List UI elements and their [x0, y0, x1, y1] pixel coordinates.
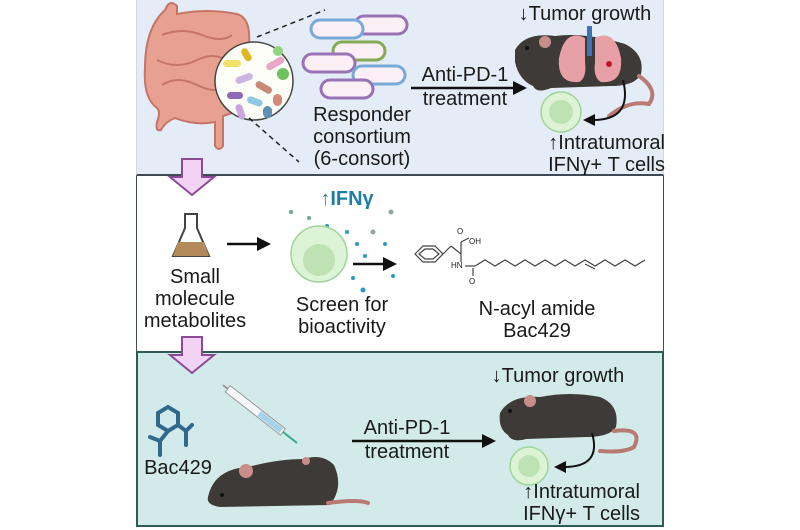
down-flow-arrow-icon [167, 158, 217, 197]
t-cell-icon [509, 446, 549, 486]
tumor-growth-label: ↓Tumor growth [518, 3, 652, 25]
feedback-arrow [554, 432, 595, 473]
tumor-growth-label: ↓Tumor growth [491, 365, 625, 387]
panel-metabolite-screen: Small molecule metabolites ↑IFNγ Screen … [136, 176, 664, 351]
syringe-icon [222, 384, 298, 444]
treatment-label: Anti-PD-1 treatment [363, 417, 451, 463]
intratumoral-label: ↑Intratumoral IFNγ+ T cells [523, 481, 640, 525]
screen-label: Screen for bioactivity [295, 294, 389, 338]
oxygen-bottom: O [469, 277, 475, 286]
bacteria-magnifier-icon [214, 41, 294, 121]
hydroxyl: OH [469, 237, 481, 246]
amine: HN [451, 261, 463, 270]
arrow-to-screen [227, 237, 271, 251]
intratumoral-label: ↑Intratumoral IFNγ+ T cells [548, 132, 665, 176]
treatment-arrow [352, 434, 496, 448]
feedback-arrow [583, 79, 626, 126]
ifn-gamma-label: ↑IFNγ [320, 188, 374, 210]
down-flow-arrow-icon [167, 336, 217, 375]
molecule-structure-icon: O OH HN O [414, 227, 646, 286]
bac429-label: Bac429 [144, 457, 212, 479]
panel-bac429-treatment: Bac429 Anti-PD-1 treatment ↓Tumor growth [136, 351, 664, 527]
treatment-label: Anti-PD-1 treatment [421, 64, 509, 110]
metabolites-label: Small molecule metabolites [143, 266, 247, 332]
t-cell-icon [290, 225, 348, 283]
compound-name-label: N-acyl amide Bac429 [478, 298, 596, 342]
consortium-label: Responder consortium (6-consort) [313, 104, 411, 170]
treatment-arrow [411, 81, 527, 95]
mouse-icon [499, 394, 639, 454]
oxygen-top: O [457, 227, 463, 236]
zoom-dashed-lines [248, 9, 326, 163]
flask-icon [171, 213, 211, 257]
panel-microbiome-consortium: Responder consortium (6-consort) Anti-PD… [136, 0, 665, 176]
t-cell-icon [540, 91, 582, 133]
compound-icon [148, 404, 194, 457]
bacteria-consortium-icon [301, 14, 409, 100]
arrow-to-molecule [353, 257, 397, 271]
mouse-icon [207, 457, 370, 507]
lungs-icon [558, 26, 622, 83]
